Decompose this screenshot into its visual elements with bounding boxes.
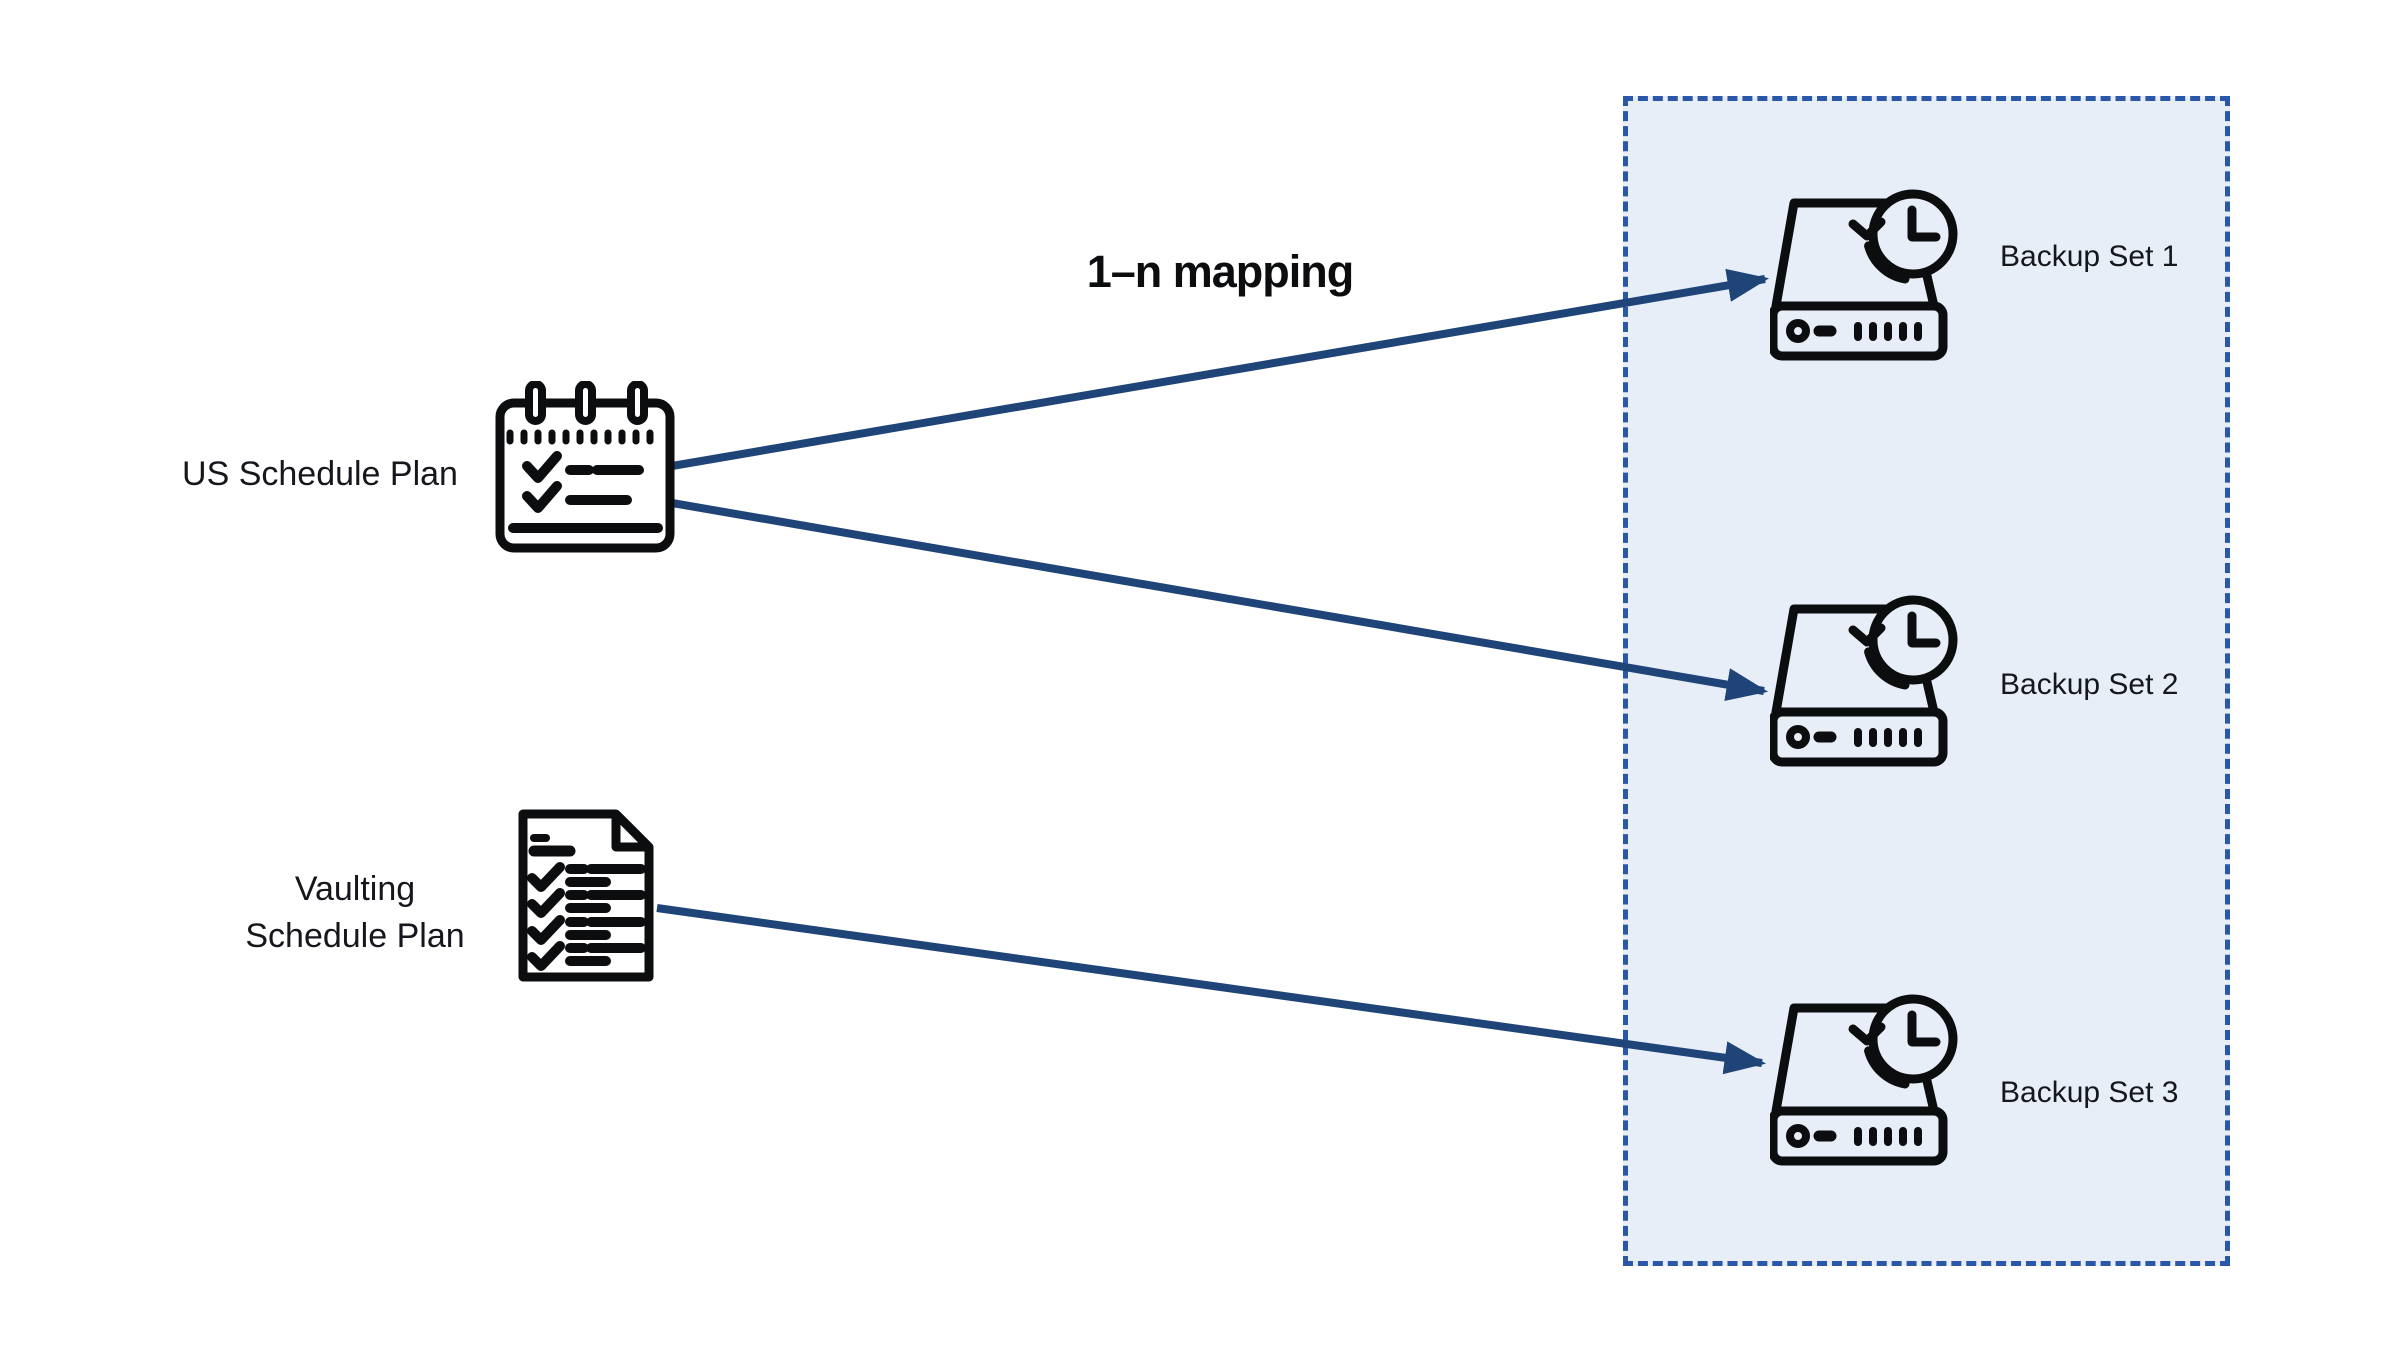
backup-set-label: Backup Set 2: [2000, 668, 2179, 701]
vaulting-label-line-2: Schedule Plan: [245, 917, 465, 955]
vaulting-label-line-1: Vaulting: [294, 870, 416, 908]
calendar-checklist-icon: [493, 381, 678, 556]
backup-drive-clock-icon: [1770, 180, 1962, 366]
backup-drive-clock-icon: [1770, 586, 1962, 772]
vaulting-schedule-plan-label: Vaulting Schedule Plan: [205, 866, 505, 960]
backup-drive-clock-icon: [1770, 985, 1962, 1171]
backup-set-label: Backup Set 3: [2000, 1076, 2179, 1109]
us-schedule-plan-label: US Schedule Plan: [182, 455, 458, 493]
backup-set-label: Backup Set 1: [2000, 240, 2179, 273]
document-checklist-icon: [517, 809, 657, 987]
arrow-vaulting-to-backup-set-3: [656, 904, 1767, 1075]
backup-sets-container: Backup Set 1 Backup Set 2 Backup Set 3: [1623, 96, 2230, 1266]
mapping-title: 1–n mapping: [1086, 246, 1355, 297]
arrow-us-to-backup-set-1: [671, 268, 1770, 470]
arrow-us-to-backup-set-2: [671, 499, 1769, 702]
